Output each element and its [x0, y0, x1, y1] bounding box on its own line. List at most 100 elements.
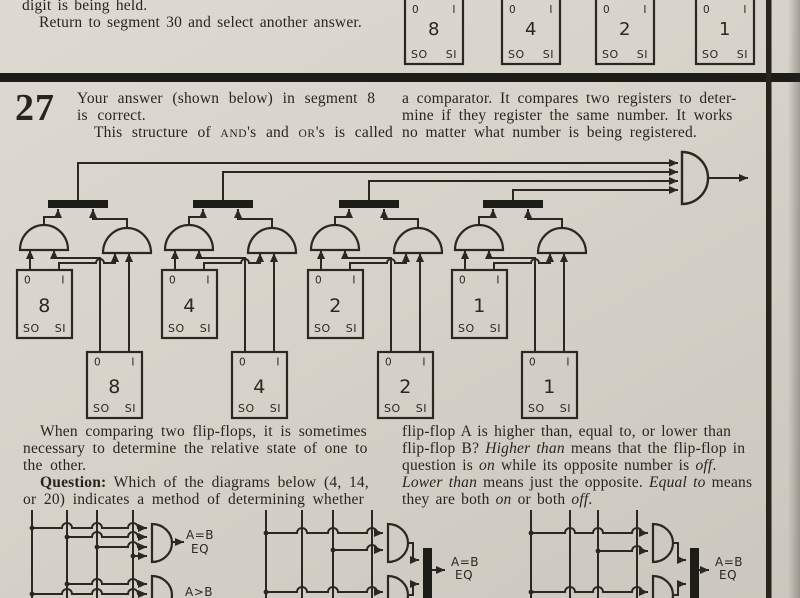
flipflop-so-label: SO — [602, 48, 619, 61]
or-gate — [680, 150, 710, 206]
or-gate — [150, 522, 174, 564]
text-segment: the other. — [23, 457, 87, 474]
or-gate — [651, 574, 675, 598]
text-segment: or both — [511, 491, 572, 508]
flipflop-one-label: I — [743, 4, 747, 16]
flipflop-so-label: SO — [314, 322, 331, 335]
wire — [266, 586, 383, 596]
flipflop-value: 8 — [38, 295, 51, 317]
text-line: a comparator. It compares two registers … — [402, 90, 736, 107]
wire — [77, 159, 678, 200]
flipflop-box — [450, 268, 509, 340]
eq-output-label: EQ — [191, 542, 209, 556]
and-gate — [163, 223, 215, 252]
flipflop-box — [230, 350, 289, 420]
or-bar — [483, 200, 543, 208]
flipflop-si-label: SI — [637, 48, 648, 61]
text-segment: off — [695, 457, 713, 474]
or-bar — [339, 200, 399, 208]
text-segment: Higher than — [485, 440, 565, 457]
flipflop-si-label: SI — [346, 322, 357, 335]
flipflop-si-label: SI — [560, 402, 571, 415]
flipflop-value: 1 — [719, 19, 731, 40]
text-segment: flip-flop B? — [402, 440, 486, 457]
junction-dot — [94, 544, 100, 550]
text-segment: on — [495, 491, 512, 508]
flipflop-box — [306, 268, 365, 340]
flipflop-one-label: I — [276, 357, 280, 369]
flipflop-box — [520, 350, 579, 420]
or-bar — [193, 200, 253, 208]
wire — [493, 253, 554, 270]
junction-dot — [330, 547, 336, 553]
flipflop-so-label: SO — [168, 322, 185, 335]
flipflop-box — [694, 0, 756, 66]
wire — [50, 250, 101, 352]
question-paragraph-left: When comparing two flip-flops, it is som… — [23, 423, 369, 508]
eq-label: A=B — [186, 528, 214, 542]
text-segment: necessary to determine the relative stat… — [23, 440, 368, 457]
flipflop-zero-label: 0 — [24, 275, 31, 287]
flipflop-value: 1 — [543, 376, 556, 398]
flipflop-value: 2 — [619, 19, 631, 40]
text-segment: OR — [298, 128, 316, 140]
text-line: digit is being held. — [22, 0, 362, 14]
wire — [524, 209, 563, 228]
text-segment: AND — [220, 128, 248, 140]
option-diagram-1: A=BEQ A>B — [29, 510, 214, 598]
text-line: is correct. — [77, 107, 393, 124]
or-gate — [150, 574, 174, 598]
text-segment: Lower than — [402, 474, 478, 491]
text-segment: is correct. — [77, 107, 146, 124]
page-edge-shadow — [788, 0, 800, 598]
and-gate — [536, 226, 588, 255]
wire — [349, 253, 410, 270]
text-line: they are both on or both off. — [402, 491, 752, 508]
wire — [408, 542, 419, 564]
flipflop-so-label: SO — [458, 322, 475, 335]
wire — [333, 544, 383, 554]
and-gate — [309, 223, 361, 252]
flipflop-zero-label: 0 — [385, 357, 392, 369]
gt-label: A>B — [185, 585, 213, 598]
wire — [380, 209, 419, 228]
text-segment: Which of the diagrams below (4, 14, — [106, 474, 369, 491]
text-line: or 20) indicates a method of determining… — [23, 491, 369, 508]
text-segment: This structure of — [94, 124, 221, 141]
flipflop-zero-label: 0 — [459, 275, 466, 287]
text-line: When comparing two flip-flops, it is som… — [23, 423, 369, 440]
option-diagram-3: A=BEQ — [528, 510, 743, 598]
text-line: This structure of AND's and OR's is call… — [77, 124, 393, 143]
wire — [673, 580, 686, 596]
flipflop-si-label: SI — [416, 402, 427, 415]
flipflop-so-label: SO — [384, 402, 401, 415]
text-line: mine if they register the same number. I… — [402, 107, 736, 124]
text-segment: on — [479, 457, 495, 474]
flipflop-so-label: SO — [238, 402, 255, 415]
wire — [368, 177, 678, 200]
option-diagram-2: A=BEQ — [263, 510, 479, 598]
flipflop-value: 4 — [253, 376, 266, 398]
and-gate — [101, 226, 153, 255]
wire — [478, 209, 497, 225]
wire — [97, 541, 147, 551]
flipflop-one-label: I — [206, 275, 210, 287]
flipflop-one-label: I — [61, 275, 65, 287]
wire — [222, 168, 678, 200]
wire — [408, 580, 419, 596]
text-segment: When comparing two flip-flops, it is som… — [40, 423, 367, 440]
flipflop-si-label: SI — [446, 48, 457, 61]
wire — [512, 186, 678, 200]
wire — [89, 209, 128, 228]
flipflop-so-label: SO — [23, 322, 40, 335]
flipflop-one-label: I — [422, 357, 426, 369]
flipflop-value: 2 — [399, 376, 412, 398]
flipflop-si-label: SI — [55, 322, 66, 335]
flipflop-one-label: I — [352, 275, 356, 287]
and-gate — [18, 223, 70, 252]
or-bar — [690, 548, 699, 598]
or-bar — [423, 548, 432, 598]
